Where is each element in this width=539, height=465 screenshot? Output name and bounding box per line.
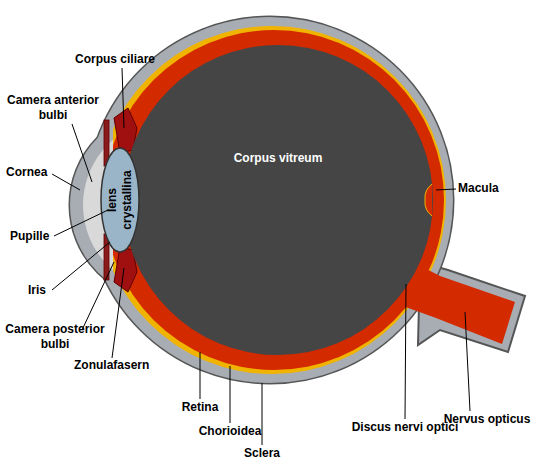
choroid xyxy=(113,26,446,374)
leader-line xyxy=(82,262,114,330)
leader-line xyxy=(72,124,92,182)
part-label: Camera anterior bulbi xyxy=(0,93,106,123)
optic-nerve xyxy=(400,258,515,344)
leader-line xyxy=(405,284,406,419)
macula-dip xyxy=(425,184,432,216)
retina xyxy=(113,30,444,370)
part-label: Corpus ciliare xyxy=(65,52,165,67)
leader-line xyxy=(230,366,231,423)
leader-line xyxy=(112,268,124,358)
leader-line xyxy=(200,352,201,399)
part-label: Iris xyxy=(28,283,68,298)
part-label: Camera posterior bulbi xyxy=(0,322,110,352)
node-outline xyxy=(123,45,433,355)
leader-line xyxy=(122,68,124,128)
leader-line xyxy=(52,174,80,190)
part-label: Sclera xyxy=(222,446,302,461)
part-label: Macula xyxy=(458,181,528,196)
part-label: Corpus vitreum xyxy=(123,151,433,166)
part-label: Zonulafasern xyxy=(74,358,174,373)
leader-line xyxy=(465,312,470,411)
sclera-outline xyxy=(87,17,453,383)
part-label: Cornea xyxy=(6,165,66,180)
part-label: Chorioidea xyxy=(190,424,270,439)
sclera xyxy=(87,17,453,383)
lens-label: lens crystallina xyxy=(105,160,135,240)
part-label: Retina xyxy=(160,400,240,415)
leader-line xyxy=(54,210,108,236)
lens-ellipse xyxy=(101,148,139,252)
vitreous-shape xyxy=(123,45,433,355)
leader-line xyxy=(52,242,110,290)
leader-line xyxy=(262,383,263,445)
vitreous-body: Corpus vitreum xyxy=(123,45,433,355)
part-label: Pupille xyxy=(10,229,70,244)
leader-line xyxy=(436,189,456,190)
part-label: Nervus opticus xyxy=(435,412,539,427)
lens-shape: lens crystallina xyxy=(101,148,139,252)
